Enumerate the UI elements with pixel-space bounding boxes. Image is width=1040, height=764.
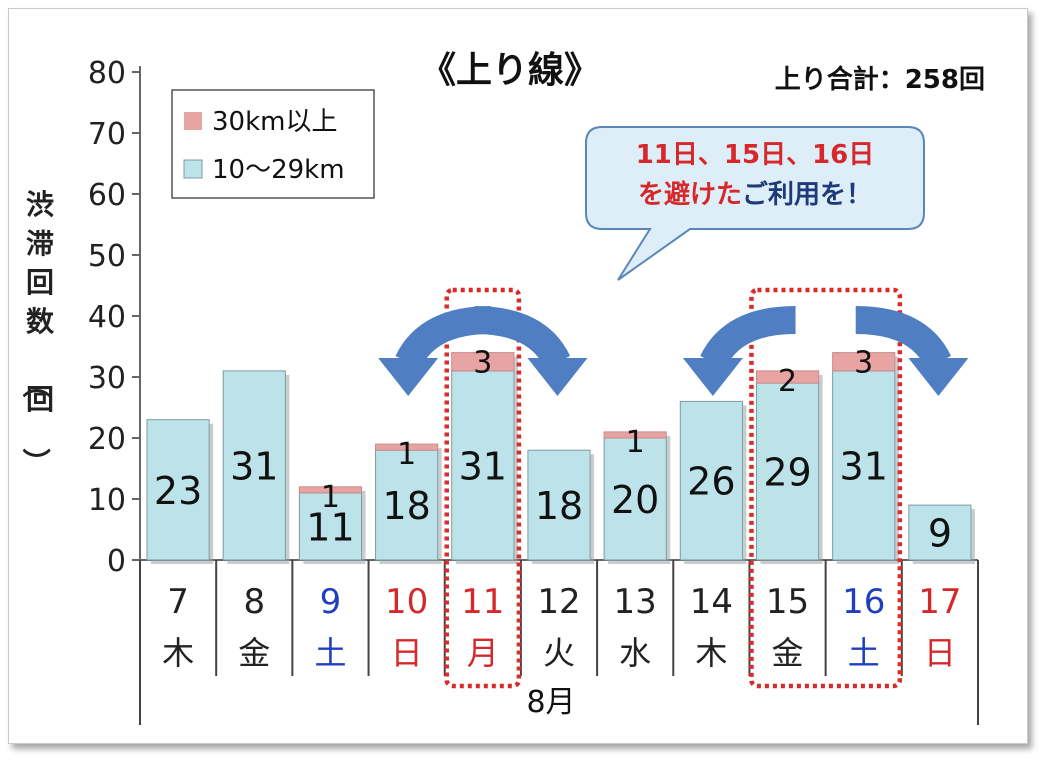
bar-10-29km xyxy=(375,449,439,561)
callout-bubble xyxy=(585,126,925,281)
data-label-30km-plus: 3 xyxy=(854,346,873,381)
x-tick-day: 14 xyxy=(690,582,733,622)
data-label-30km-plus: 1 xyxy=(321,480,340,515)
x-tick-day: 10 xyxy=(385,582,428,622)
y-axis-label: 渋滞回数（回） xyxy=(19,188,55,476)
x-tick-day: 8 xyxy=(243,582,265,622)
highlight-box xyxy=(444,287,522,689)
x-tick-weekday: 日 xyxy=(391,634,423,672)
data-label-10-29km: 9 xyxy=(928,512,952,556)
data-label-10-29km: 20 xyxy=(611,478,659,522)
data-label-30km-plus: 1 xyxy=(397,437,416,472)
bar-10-29km xyxy=(451,370,515,561)
legend-swatch-10-29km xyxy=(183,159,203,179)
y-tick-label: 50 xyxy=(88,239,126,274)
highlight-box xyxy=(749,287,903,689)
x-tick-day: 9 xyxy=(320,582,342,622)
x-tick-weekday: 金 xyxy=(238,634,270,672)
x-tick-day: 13 xyxy=(614,582,657,622)
arrow-shaft xyxy=(474,306,571,369)
x-tick-weekday: 月 xyxy=(467,634,499,672)
y-tick-label: 80 xyxy=(88,56,126,91)
arrow-head xyxy=(527,358,588,396)
data-label-10-29km: 18 xyxy=(382,484,430,528)
legend-swatch-30km-plus xyxy=(184,112,202,130)
x-tick-weekday: 火 xyxy=(543,634,575,672)
arrow-head xyxy=(682,358,743,396)
legend-label-10-29km: 10〜29km xyxy=(212,155,345,185)
bar-10-29km xyxy=(908,504,972,561)
y-tick-label: 70 xyxy=(88,117,126,152)
bar-10-29km xyxy=(679,400,743,561)
y-tick-label: 60 xyxy=(88,178,126,213)
bar-30km-plus xyxy=(375,443,439,451)
data-label-10-29km: 11 xyxy=(306,505,354,549)
data-label-10-29km: 31 xyxy=(840,444,888,488)
arrow-shaft xyxy=(700,306,796,369)
x-tick-day: 15 xyxy=(766,582,809,622)
data-label-10-29km: 26 xyxy=(687,460,735,504)
callout-line2-rest: ご利用を！ xyxy=(742,180,873,210)
bar-10-29km xyxy=(298,492,363,561)
data-label-10-29km: 31 xyxy=(230,444,278,488)
data-label-30km-plus: 3 xyxy=(473,346,492,381)
legend-box xyxy=(171,89,375,199)
bar-10-29km xyxy=(755,382,820,561)
x-tick-weekday: 水 xyxy=(619,634,651,672)
x-tick-weekday: 木 xyxy=(162,634,194,672)
bar-10-29km xyxy=(222,370,286,561)
bar-30km-plus xyxy=(298,486,363,494)
x-tick-day: 16 xyxy=(842,582,885,622)
x-axis-label: 8月 xyxy=(526,685,575,720)
x-tick-day: 12 xyxy=(537,582,580,622)
x-tick-day: 11 xyxy=(461,582,504,622)
x-tick-weekday: 金 xyxy=(772,634,804,672)
legend-label-30km-plus: 30km以上 xyxy=(212,107,337,137)
data-label-10-29km: 31 xyxy=(459,444,507,488)
data-label-30km-plus: 1 xyxy=(626,425,645,460)
chart-title: 《上り線》 xyxy=(420,50,600,91)
data-label-30km-plus: 2 xyxy=(778,364,797,399)
x-tick-day: 17 xyxy=(918,582,961,622)
bar-10-29km xyxy=(527,449,591,561)
x-tick-day: 7 xyxy=(167,582,189,622)
callout-line2-highlight: を避けた xyxy=(637,180,742,210)
bar-10-29km xyxy=(832,370,896,561)
data-label-10-29km: 29 xyxy=(763,451,811,495)
data-label-10-29km: 23 xyxy=(154,469,202,513)
x-tick-weekday: 土 xyxy=(314,634,346,672)
y-tick-label: 10 xyxy=(88,483,126,518)
callout-text: 11日、15日、16日 を避けたご利用を！ xyxy=(590,135,920,215)
bar-10-29km xyxy=(146,419,210,561)
bar-30km-plus xyxy=(603,431,667,439)
callout-line1: 11日、15日、16日 xyxy=(635,140,875,170)
y-tick-label: 30 xyxy=(88,361,126,396)
y-tick-label: 0 xyxy=(107,544,126,579)
arrow-shaft xyxy=(855,306,952,369)
x-tick-weekday: 日 xyxy=(924,634,956,672)
y-tick-label: 40 xyxy=(88,300,126,335)
y-tick-label: 20 xyxy=(88,422,126,457)
bar-30km-plus xyxy=(451,352,515,372)
arrow-head xyxy=(908,358,969,396)
bar-30km-plus xyxy=(755,370,820,384)
total-label: 上り合計：258回 xyxy=(775,64,985,95)
x-tick-weekday: 土 xyxy=(848,634,880,672)
x-tick-weekday: 木 xyxy=(695,634,727,672)
bar-30km-plus xyxy=(832,352,896,372)
data-label-10-29km: 18 xyxy=(535,484,583,528)
arrow-head xyxy=(378,358,439,396)
